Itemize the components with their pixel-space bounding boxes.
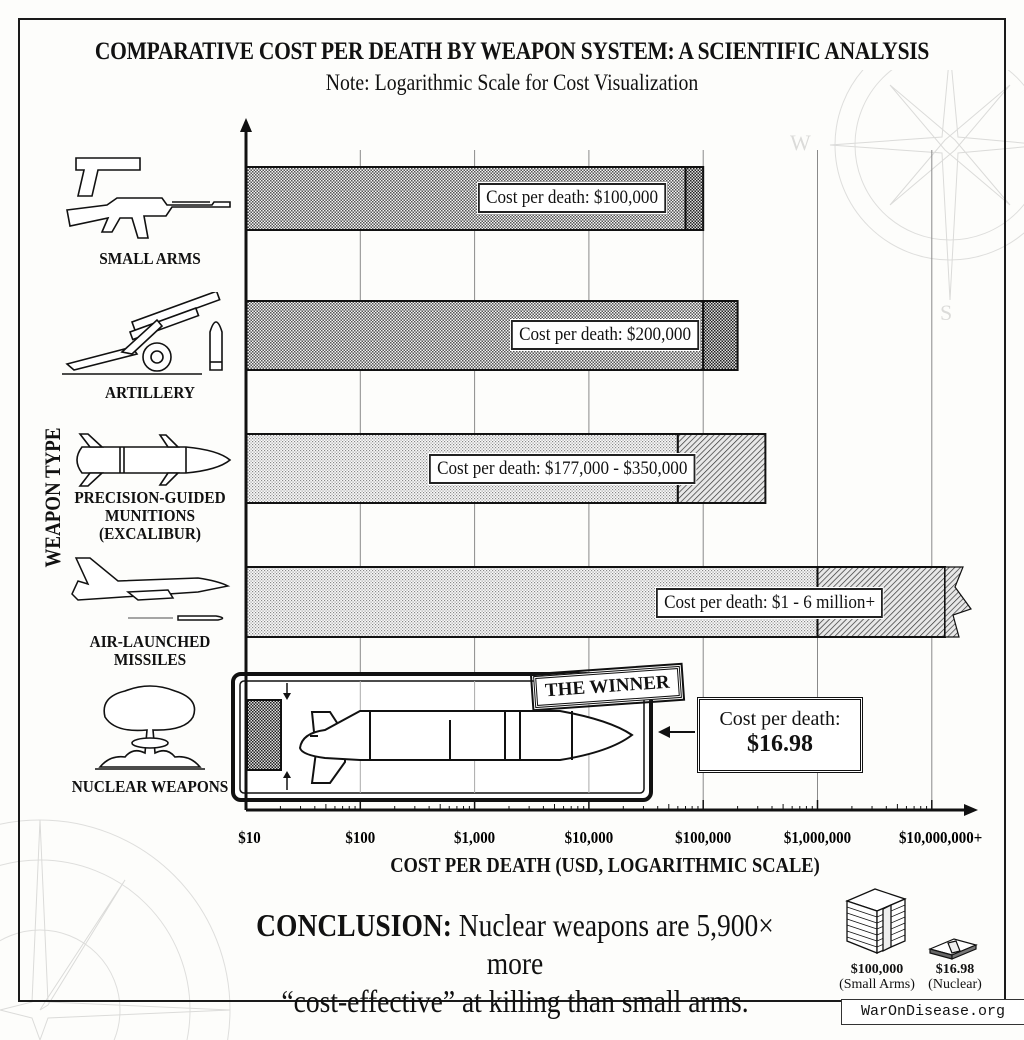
conclusion-line-2: “cost-effective” at killing than small a… [281,983,749,1019]
callout-arrow-head [658,726,670,738]
x-axis-arrow-icon [964,804,978,816]
category-label-line: (EXCALIBUR) [98,524,202,543]
x-tick-label: $10 [238,829,260,847]
bar-range-0 [684,166,705,231]
small-money-stack-icon [928,938,978,960]
down-arrow-head [283,693,291,700]
category-label-small-arms: SMALL ARMS [69,250,231,268]
large-money-stack-icon [845,888,907,954]
chart-frame [18,18,1006,1002]
money-caption-small-arms: $100,000 (Small Arms) [832,962,922,992]
bar-value-label-artillery: Cost per death: $200,000 [511,320,700,350]
watermark-link[interactable]: WarOnDisease.org [841,999,1024,1025]
callout-line-1: Cost per death: [719,708,841,730]
money-caption-nuclear: $16.98 (Nuclear) [920,962,990,992]
pistol-and-rifle-icon [66,157,231,239]
x-tick-label: $10,000,000+ [899,829,982,847]
bar-value-label-pgm: Cost per death: $177,000 - $350,000 [429,454,696,484]
nuclear-cost-callout: Cost per death: $16.98 [697,697,863,773]
conclusion-text: CONCLUSION: Nuclear weapons are 5,900× m… [236,906,795,1020]
mushroom-cloud-icon [95,685,205,770]
nuclear-bomb-icon [298,710,634,784]
bar-value-label-air-launched: Cost per death: $1 - 6 million+ [656,588,884,618]
category-label-pgm: PRECISION-GUIDED MUNITIONS (EXCALIBUR) [65,489,236,543]
y-axis-arrow-icon [240,118,252,132]
money-label: (Small Arms) [839,977,915,992]
fighter-jet-missile-icon [71,557,231,621]
x-tick-label: $1,000,000 [784,829,851,847]
bar-nuclear [246,699,282,771]
category-label-line: SMALL ARMS [99,249,201,268]
category-label-line: AIR-LAUNCHED [89,632,211,651]
x-tick-label: $1,000 [454,829,495,847]
compass-rose-decoration: W S [790,70,1024,325]
bar-range-1 [702,300,739,371]
chart-title: COMPARATIVE COST PER DEATH BY WEAPON SYS… [94,38,930,65]
category-label-nuclear: NUCLEAR WEAPONS [65,778,236,796]
category-label-line: ARTILLERY [105,383,195,402]
x-axis-label: COST PER DEATH (USD, LOGARITHMIC SCALE) [390,853,820,877]
category-label-line: MISSILES [113,650,187,669]
category-label-air-launched: AIR-LAUNCHED MISSILES [65,633,236,669]
money-label: (Nuclear) [928,977,982,992]
x-tick-label: $10,000 [565,829,614,847]
bomb-body [298,710,634,761]
broken-bar-edge-icon [944,566,972,638]
howitzer-and-shell-icon [62,292,223,375]
chart-subtitle: Note: Logarithmic Scale for Cost Visuali… [325,70,699,95]
conclusion-line-1: Nuclear weapons are 5,900× more [451,907,774,981]
up-arrow-head [283,771,291,778]
category-label-line: MUNITIONS [104,506,196,525]
bar-value-label-small-arms: Cost per death: $100,000 [478,183,667,213]
callout-value: $16.98 [747,731,813,757]
category-label-line: NUCLEAR WEAPONS [71,777,229,796]
guided-munition-icon [76,433,232,487]
svg-text:S: S [940,300,952,325]
conclusion-lead: CONCLUSION: [256,907,452,943]
money-amount: $16.98 [935,962,975,977]
x-tick-label: $100 [345,829,375,847]
compass-rose-decoration [0,819,231,1040]
svg-text:W: W [790,130,811,155]
category-label-line: PRECISION-GUIDED [74,488,226,507]
money-amount: $100,000 [850,962,904,977]
nuclear-highlight-inner [239,680,645,794]
x-tick-label: $100,000 [675,829,731,847]
category-label-artillery: ARTILLERY [69,384,231,402]
